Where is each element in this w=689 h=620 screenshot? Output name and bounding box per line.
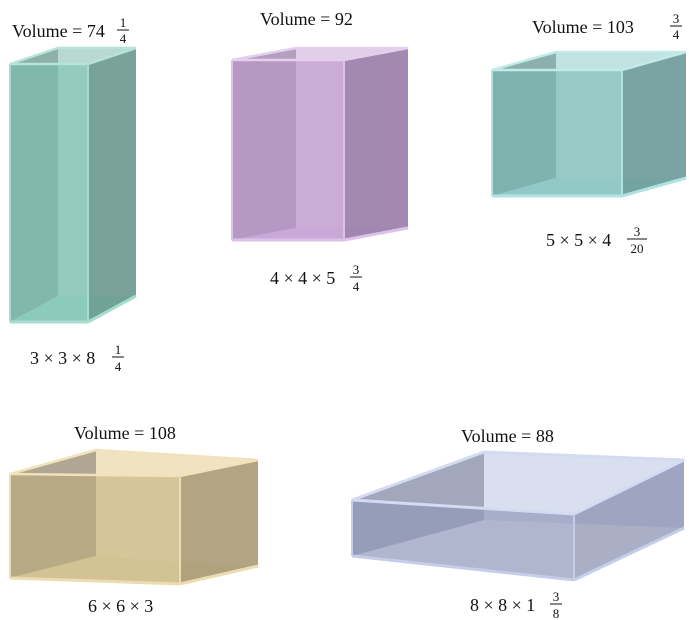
dims-fraction-num-box-2: 3 bbox=[353, 262, 360, 277]
prism-box-1: Volume = 74 1 4 3 × 3 × 8 1 4 bbox=[9, 15, 137, 374]
bottom-right-edge bbox=[621, 176, 687, 198]
front-face bbox=[232, 60, 344, 240]
volume-fraction-num-box-3: 3 bbox=[673, 11, 680, 26]
volume-label-box-5: Volume = 88 bbox=[461, 426, 554, 446]
dims-fraction-den-box-1: 4 bbox=[115, 359, 122, 374]
bottom-right-edge bbox=[87, 294, 137, 324]
front-face bbox=[492, 70, 622, 196]
right-face bbox=[622, 52, 686, 196]
prism-shape-box-5 bbox=[351, 450, 685, 582]
front-face bbox=[352, 500, 574, 580]
dims-fraction-den-box-5: 8 bbox=[553, 606, 560, 620]
prism-shape-box-1 bbox=[9, 46, 137, 324]
top-rim bbox=[231, 46, 409, 62]
dims-fraction-num-box-5: 3 bbox=[553, 589, 560, 604]
volume-fraction-den-box-1: 4 bbox=[120, 31, 127, 46]
dims-label-box-2: 4 × 4 × 5 bbox=[270, 268, 335, 288]
dims-label-box-4: 6 × 6 × 3 bbox=[88, 596, 153, 616]
prism-box-5: Volume = 88 8 × 8 × 1 3 8 bbox=[351, 426, 685, 620]
top-rim bbox=[9, 46, 137, 66]
prism-box-2: Volume = 92 4 × 4 × 5 3 4 bbox=[231, 9, 409, 294]
right-face bbox=[344, 48, 408, 240]
bottom-front-edge bbox=[9, 576, 181, 586]
top-rim bbox=[491, 50, 687, 72]
volume-label-box-4: Volume = 108 bbox=[74, 423, 176, 443]
right-face bbox=[88, 48, 136, 322]
bottom-right-edge bbox=[343, 226, 409, 242]
dims-label-box-3: 5 × 5 × 4 bbox=[546, 230, 611, 250]
right-face bbox=[574, 460, 684, 580]
front-face bbox=[10, 64, 88, 322]
right-face bbox=[180, 460, 258, 584]
volume-label-box-3: Volume = 103 bbox=[532, 17, 634, 37]
volume-fraction-den-box-3: 4 bbox=[673, 27, 680, 42]
bottom-right-edge bbox=[573, 526, 685, 582]
dims-label-box-1: 3 × 3 × 8 bbox=[30, 348, 95, 368]
dims-fraction-den-box-2: 4 bbox=[353, 279, 360, 294]
front-face bbox=[10, 474, 180, 584]
prism-shape-box-4 bbox=[9, 448, 259, 586]
dims-fraction-den-box-3: 20 bbox=[631, 241, 644, 256]
top-rim bbox=[9, 448, 259, 478]
prism-shape-box-2 bbox=[231, 46, 409, 242]
prism-box-4: Volume = 108 6 × 6 × 3 bbox=[9, 423, 259, 616]
bottom-right-edge bbox=[179, 564, 259, 586]
dims-fraction-num-box-3: 3 bbox=[634, 224, 641, 239]
dims-label-box-5: 8 × 8 × 1 bbox=[470, 595, 535, 615]
prism-box-3: Volume = 103 3 4 5 × 5 × 4 3 20 bbox=[491, 11, 687, 256]
prism-shape-box-3 bbox=[491, 50, 687, 198]
bottom-front-edge bbox=[351, 554, 575, 582]
volume-label-box-2: Volume = 92 bbox=[260, 9, 353, 29]
dims-fraction-num-box-1: 1 bbox=[115, 342, 122, 357]
volume-label-box-1: Volume = 74 bbox=[12, 21, 105, 41]
volume-fraction-num-box-1: 1 bbox=[120, 15, 127, 30]
top-rim bbox=[351, 450, 685, 516]
